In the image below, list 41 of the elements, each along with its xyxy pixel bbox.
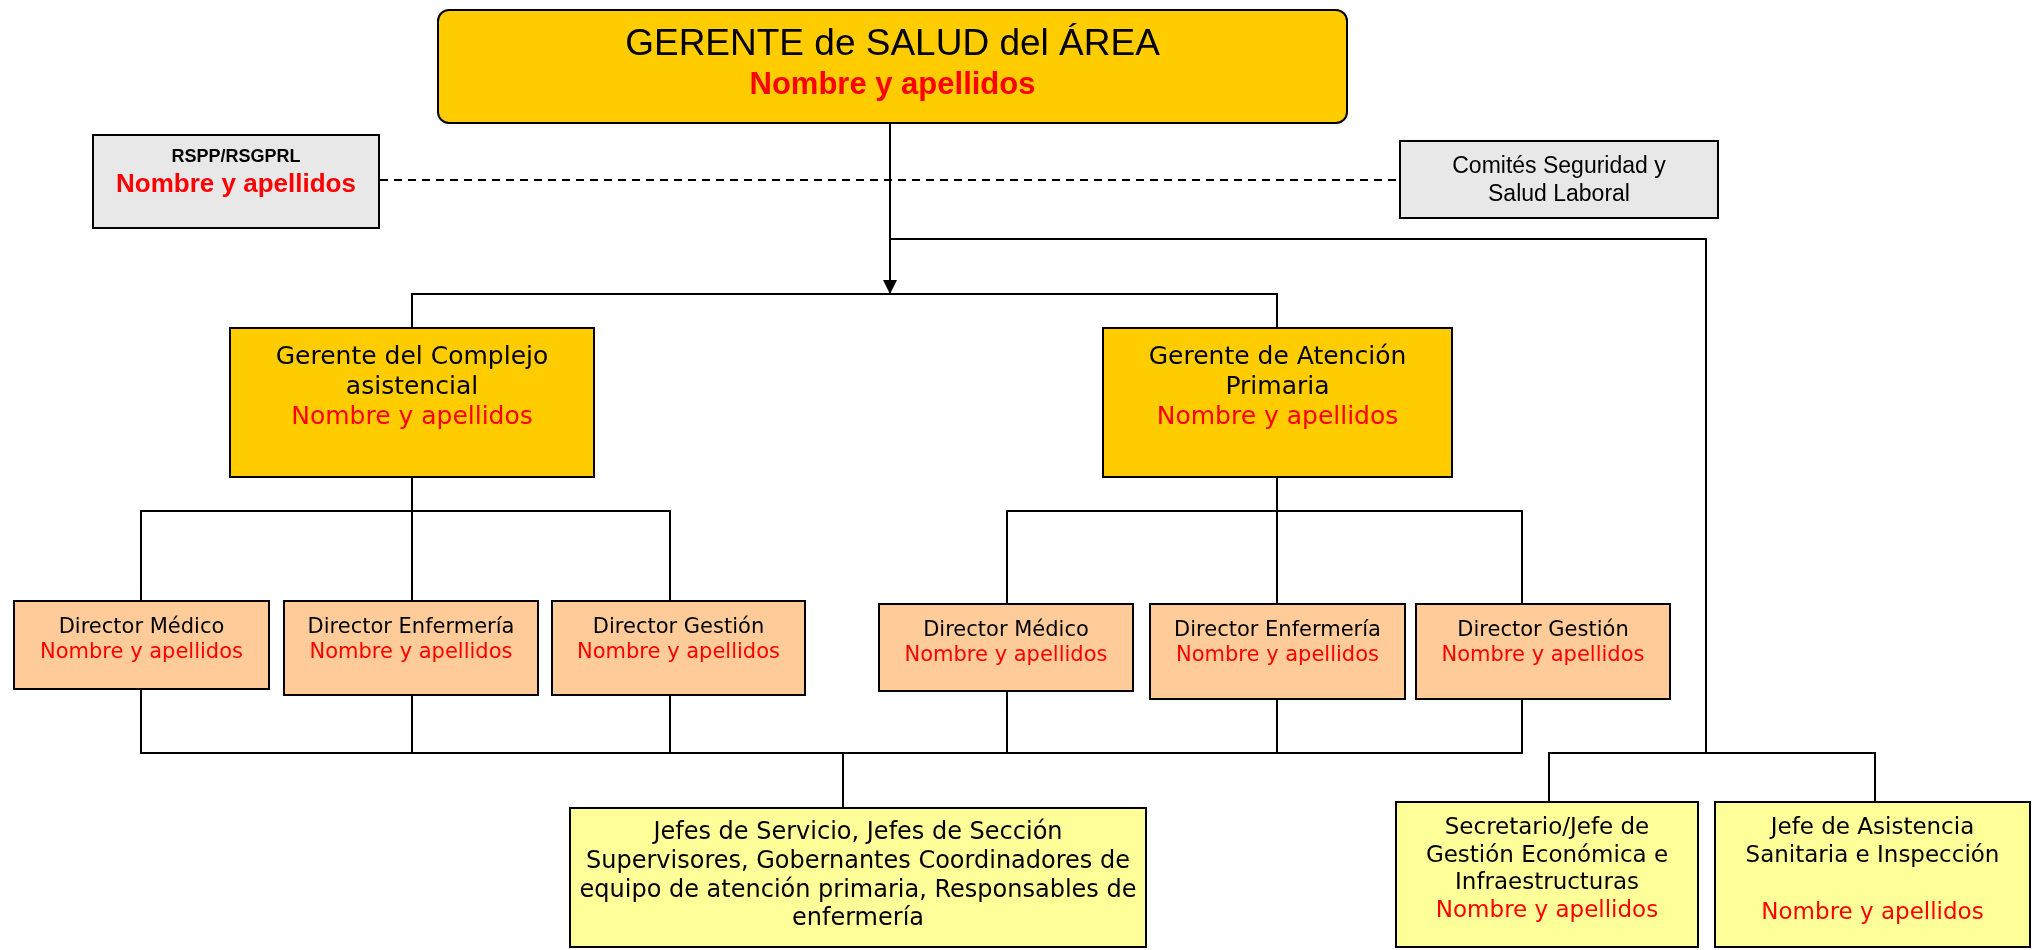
executive-box xyxy=(437,9,1348,124)
person-name: Nombre y apellidos xyxy=(291,401,533,431)
person-name: Nombre y apellidos xyxy=(749,65,1036,103)
person-name: Nombre y apellidos xyxy=(1441,642,1645,668)
unit-box xyxy=(1395,801,1699,948)
manager-box xyxy=(1102,327,1453,478)
person-name: Nombre y apellidos xyxy=(1156,401,1399,431)
staff-group-box xyxy=(569,807,1147,948)
person-name: Nombre y apellidos xyxy=(1176,642,1379,668)
director-box xyxy=(1149,603,1406,700)
director-box xyxy=(878,603,1134,692)
director-box xyxy=(283,600,539,696)
role-title: Jefes de Servicio, Jefes de Sección Supervisores, Gobernantes Coordinadores de equipo de atención primaria, Responsables de enfermería xyxy=(578,817,1138,933)
unit-box xyxy=(1714,801,2031,948)
director-box xyxy=(13,600,270,690)
manager-box xyxy=(229,327,595,478)
director-box xyxy=(551,600,806,696)
person-name: Nombre y apellidos xyxy=(1435,895,1659,924)
role-title: Director Gestión xyxy=(1457,617,1629,643)
role-title: Director Enfermería xyxy=(307,614,515,640)
person-name: Nombre y apellidos xyxy=(309,639,513,665)
role-title: Secretario/Jefe de Gestión Económica e Infraestructuras xyxy=(1424,813,1670,896)
person-name: Nombre y apellidos xyxy=(904,642,1108,668)
director-box xyxy=(1415,603,1671,700)
person-name: Nombre y apellidos xyxy=(40,639,243,665)
role-title: Jefe de Asistencia Sanitaria e Inspección xyxy=(1744,813,2001,869)
role-title: Gerente de Atención Primaria xyxy=(1147,341,1408,401)
person-name: Nombre y apellidos xyxy=(116,167,356,199)
staff-box xyxy=(92,134,380,229)
committee-box xyxy=(1399,140,1719,219)
role-title: Comités Seguridad y Salud Laboral xyxy=(1451,152,1667,208)
role-title: Director Médico xyxy=(923,617,1089,643)
person-name: Nombre y apellidos xyxy=(577,639,780,665)
role-title: Director Enfermería xyxy=(1174,617,1381,643)
connector-line xyxy=(1276,477,1523,604)
role-title: RSPP/RSGPRL xyxy=(171,146,301,168)
person-name: Nombre y apellidos xyxy=(1761,898,1984,926)
role-title: Director Médico xyxy=(58,614,225,640)
role-title: GERENTE de SALUD del ÁREA xyxy=(625,21,1160,65)
role-title: Director Gestión xyxy=(592,614,765,640)
role-title: Gerente del Complejo asistencial xyxy=(274,341,550,401)
